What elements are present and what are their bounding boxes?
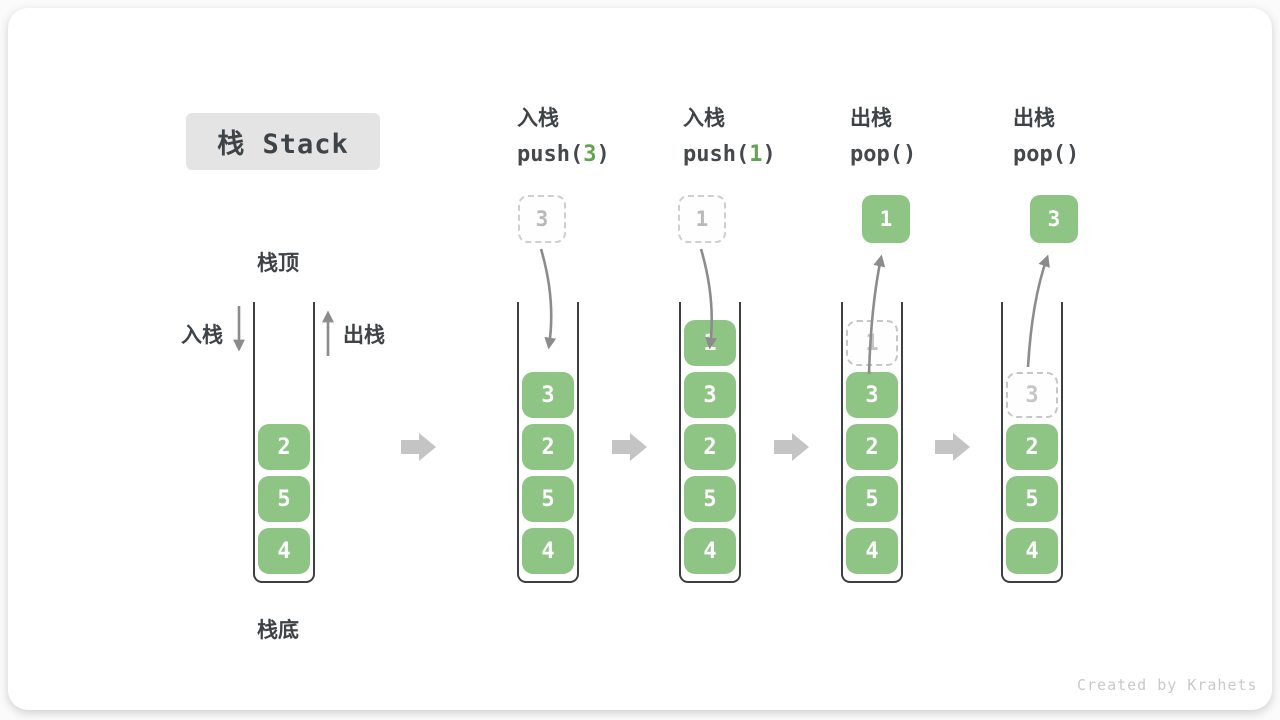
- stack-frame-after-push-1: [679, 302, 741, 583]
- diagram-title-label: 栈 Stack: [217, 129, 349, 160]
- push-side-label: 入栈: [181, 324, 223, 347]
- stack-cell: 4: [1006, 528, 1058, 574]
- op-code: pop(): [1013, 142, 1080, 167]
- popped-value-box: 1: [862, 195, 910, 243]
- stack-cell: 5: [1006, 476, 1058, 522]
- stack-cell: 4: [684, 528, 736, 574]
- stack-cell: 1: [684, 320, 736, 366]
- op-name: 入栈: [683, 107, 725, 130]
- stack-frame-after-pop-1: [841, 302, 903, 583]
- stack-cell: 4: [258, 528, 310, 574]
- pop-side-label: 出栈: [343, 324, 385, 347]
- stack-cell: 5: [684, 476, 736, 522]
- stack-cell: 4: [522, 528, 574, 574]
- op-code: pop(): [850, 142, 917, 167]
- incoming-value-box: 3: [518, 195, 566, 243]
- stack-top-label: 栈顶: [257, 252, 299, 275]
- op-name: 出栈: [850, 107, 892, 130]
- stack-frame-after-pop-3: [1001, 302, 1063, 583]
- flow-arrow: [401, 433, 436, 461]
- stack-cell: 2: [846, 424, 898, 470]
- op-code: push(1): [683, 142, 776, 167]
- flow-arrow: [935, 433, 970, 461]
- watermark: Created by Krahets: [1077, 676, 1258, 694]
- stack-frame-initial: [253, 302, 315, 583]
- op-label-pop-1: 出栈 pop(): [850, 106, 916, 169]
- op-name: 入栈: [517, 107, 559, 130]
- stack-cell: 2: [258, 424, 310, 470]
- stack-cell-ghost: 1: [846, 320, 898, 366]
- flow-arrow: [612, 433, 647, 461]
- op-code: push(3): [517, 142, 610, 167]
- stack-cell-ghost: 3: [1006, 372, 1058, 418]
- op-name: 出栈: [1013, 107, 1055, 130]
- stack-cell: 5: [258, 476, 310, 522]
- stack-cell: 3: [522, 372, 574, 418]
- stack-cell: 2: [684, 424, 736, 470]
- stack-cell: 4: [846, 528, 898, 574]
- stack-cell: 5: [522, 476, 574, 522]
- incoming-value-box: 1: [678, 195, 726, 243]
- flow-arrow: [774, 433, 809, 461]
- op-label-pop-3: 出栈 pop(): [1013, 106, 1079, 169]
- diagram-title: 栈 Stack: [186, 113, 380, 170]
- stack-cell: 5: [846, 476, 898, 522]
- stack-cell: 2: [1006, 424, 1058, 470]
- popped-value-box: 3: [1030, 195, 1078, 243]
- stack-cell: 3: [846, 372, 898, 418]
- op-label-push-3: 入栈 push(3): [517, 106, 610, 169]
- stack-bottom-label: 栈底: [257, 619, 299, 642]
- stack-frame-after-push-3: [517, 302, 579, 583]
- stack-cell: 3: [684, 372, 736, 418]
- stack-cell: 2: [522, 424, 574, 470]
- op-label-push-1: 入栈 push(1): [683, 106, 776, 169]
